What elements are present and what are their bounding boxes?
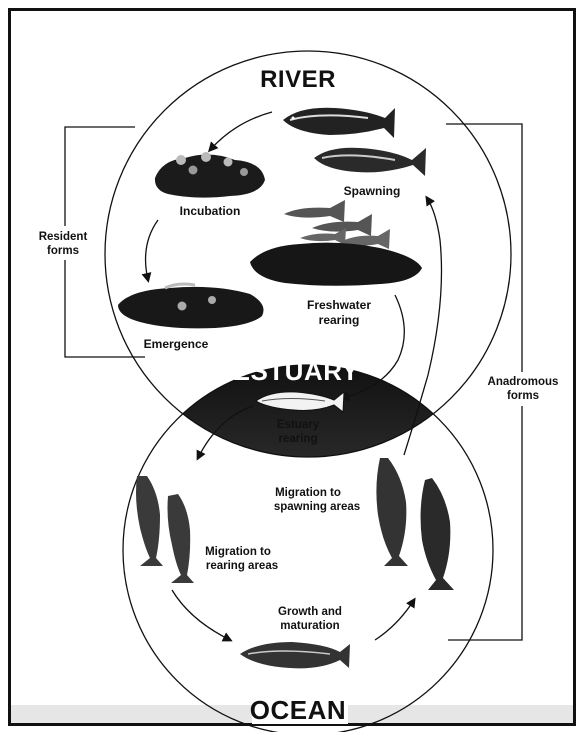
estuary-title: ESTUARY [233, 356, 360, 386]
label-growth-1: Growth and [278, 606, 342, 618]
incubation-eggs-icon [155, 152, 265, 198]
label-anadromous-1: Anadromous [488, 376, 559, 388]
label-estuary-rearing-2: rearing [279, 433, 318, 445]
label-emergence: Emergence [144, 337, 209, 351]
label-spawning: Spawning [344, 184, 401, 198]
label-freshwater-rearing-2: rearing [319, 313, 360, 327]
label-freshwater-rearing-1: Freshwater [307, 298, 371, 312]
label-estuary-rearing-1: Estuary [277, 419, 320, 431]
label-anadromous-2: forms [507, 390, 539, 402]
freshwater-habitat-icon [250, 243, 422, 286]
label-growth-2: maturation [280, 620, 339, 632]
migrating-fish-left-icon [136, 476, 194, 583]
spawning-salmon-icon [314, 148, 426, 176]
ocean-adult-salmon-icon [240, 642, 350, 668]
emergence-habitat-icon [118, 284, 264, 328]
label-migration-rearing-2: rearing areas [206, 560, 278, 572]
label-migration-spawning-2: spawning areas [274, 501, 360, 513]
label-migration-rearing-1: Migration to [205, 546, 271, 558]
label-resident-2: forms [47, 245, 79, 257]
adult-salmon-river-icon [283, 108, 395, 138]
river-title: RIVER [260, 66, 336, 93]
migrating-fish-right-icon [376, 458, 454, 590]
label-resident-1: Resident [39, 231, 88, 243]
label-migration-spawning-1: Migration to [275, 487, 341, 499]
juvenile-school-icon [284, 200, 390, 249]
label-incubation: Incubation [180, 204, 241, 218]
ocean-title: OCEAN [250, 695, 346, 725]
